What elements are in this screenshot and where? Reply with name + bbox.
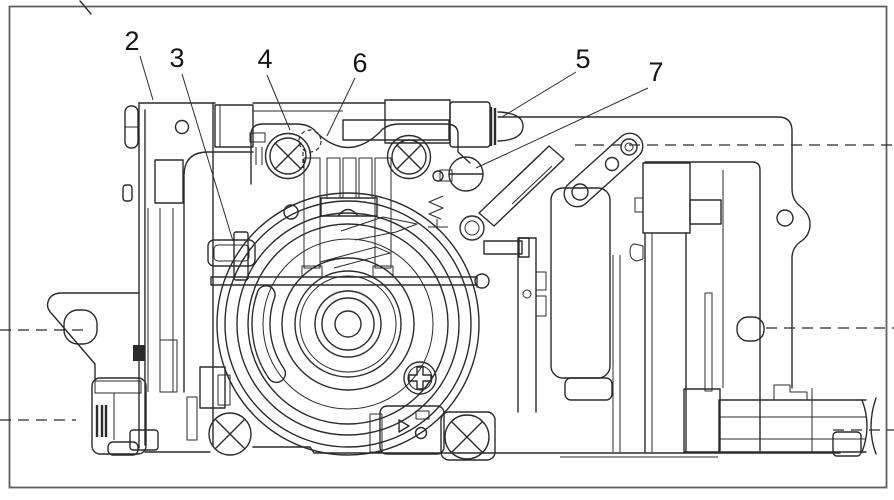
left-bracket xyxy=(122,102,386,451)
shaft-group xyxy=(683,292,877,457)
tension-spring-unit xyxy=(250,123,471,278)
callout-5: 5 xyxy=(575,44,590,74)
leaf-spring-2 xyxy=(342,157,357,199)
shaft-break-inner xyxy=(861,399,868,453)
t-block xyxy=(642,162,691,234)
frame-top-edge xyxy=(497,116,793,141)
latch-group xyxy=(208,405,496,461)
leader-line-3 xyxy=(181,73,234,242)
phillips-screw-icon xyxy=(403,361,437,395)
centerlines xyxy=(0,144,894,431)
hidden-part-circle xyxy=(298,129,322,153)
shaft-break-outer xyxy=(870,397,877,455)
leader-line-5 xyxy=(501,71,577,118)
compression-spring xyxy=(683,388,721,453)
triangle-marker xyxy=(398,419,410,433)
right-body xyxy=(629,139,811,453)
spring-guide-rod xyxy=(704,292,713,392)
set-screw-bottom-right xyxy=(444,414,490,460)
driver-edge-upper xyxy=(340,216,418,241)
callout-7: 7 xyxy=(648,57,663,87)
base-plate xyxy=(144,446,841,458)
inclined-arm xyxy=(478,145,565,227)
kidney-slot xyxy=(251,285,287,384)
leaf-spring-3 xyxy=(358,157,373,199)
drive-shaft xyxy=(718,399,867,453)
position-bar xyxy=(207,231,490,289)
set-screw-left xyxy=(264,132,312,180)
set-screw-right xyxy=(386,134,432,180)
callouts: 2 3 4 6 5 7 xyxy=(124,26,664,242)
clamp-foot xyxy=(91,377,147,455)
leader-line-6 xyxy=(326,77,356,137)
mounting-hole xyxy=(63,309,98,345)
callout-3: 3 xyxy=(169,43,184,73)
adjuster-group xyxy=(428,156,530,258)
callout-2: 2 xyxy=(124,26,139,56)
latch-housing xyxy=(379,405,445,455)
set-screw-bottom-left xyxy=(208,412,252,456)
leaf-spring-1 xyxy=(326,157,341,199)
connecting-link xyxy=(563,132,644,208)
leader-line-cropped xyxy=(79,0,92,15)
coil-spring-left xyxy=(303,157,321,269)
callout-4: 4 xyxy=(257,44,272,74)
hub-center xyxy=(334,310,362,338)
leader-line-2 xyxy=(139,55,154,101)
callout-6: 6 xyxy=(352,48,367,78)
leader-line-4 xyxy=(266,74,291,131)
diagram-border xyxy=(8,5,888,489)
support-plates xyxy=(517,187,621,452)
driver-edge-lower xyxy=(319,246,391,269)
stopper-block xyxy=(449,101,491,148)
bar-holder xyxy=(207,239,256,267)
wavy-right-edge xyxy=(791,139,811,389)
hook-assembly xyxy=(216,192,480,456)
flat-spring xyxy=(428,195,448,228)
pivot-boss xyxy=(459,215,485,241)
leader-line-7 xyxy=(475,87,649,169)
slot-hole xyxy=(736,316,765,342)
mounting-ear xyxy=(46,292,147,456)
